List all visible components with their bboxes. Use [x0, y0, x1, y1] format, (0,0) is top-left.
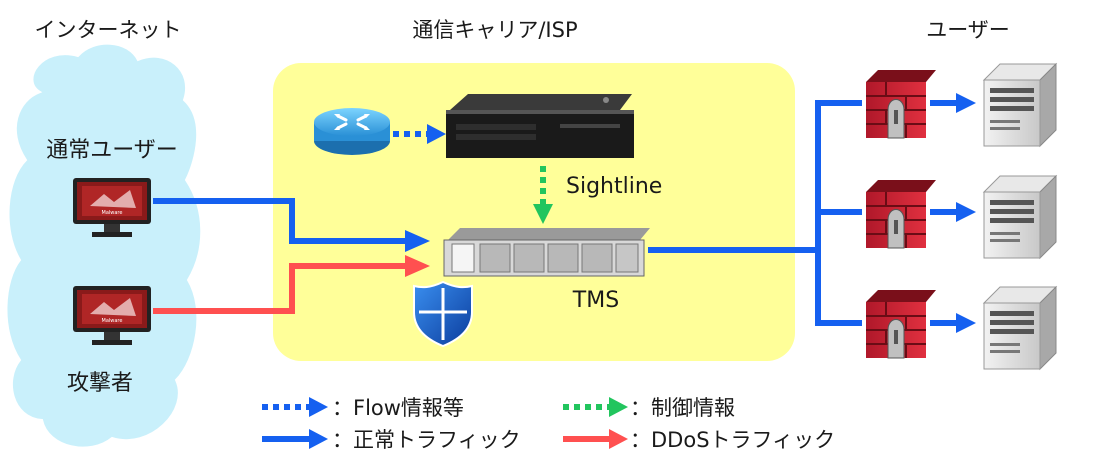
attacker-pc-icon: Malware	[73, 286, 151, 345]
normal-traffic-arrowhead	[405, 230, 430, 252]
legend-control-info-label: ：制御情報	[630, 396, 735, 420]
legend: ：Flow情報等 ：制御情報 ：正常トラフィック ：DDoSトラフィック	[262, 396, 835, 452]
firewall-icon	[866, 290, 936, 359]
attacker-label: 攻撃者	[67, 371, 133, 396]
ddos-traffic-arrowhead	[405, 255, 430, 277]
shield-icon	[413, 280, 473, 348]
legend-control-arrowhead	[609, 397, 628, 417]
firewall-icon	[866, 180, 936, 249]
router-icon	[314, 108, 390, 155]
server-icon	[982, 285, 1058, 371]
pc-screen-text: Malware	[102, 318, 123, 324]
sightline-appliance-icon	[446, 94, 634, 158]
legend-flow-info-label: ：Flow情報等	[332, 396, 464, 420]
legend-ddos-traffic-label: ：DDoSトラフィック	[630, 428, 835, 452]
firewall-icon	[866, 70, 936, 139]
carrier-isp-area	[273, 63, 795, 361]
internet-section-label: インターネット	[35, 18, 182, 42]
normal-traffic-line-in	[153, 198, 408, 244]
server-arrowhead-middle	[956, 202, 976, 222]
server-icon	[982, 62, 1058, 148]
tms-appliance-icon	[443, 228, 650, 277]
control-info-arrowhead	[533, 204, 553, 224]
legend-ddos-arrowhead	[609, 429, 628, 449]
carrier-section-label: 通信キャリア/ISP	[412, 18, 577, 42]
normal-user-label: 通常ユーザー	[46, 138, 178, 163]
ddos-traffic-line	[153, 263, 408, 314]
users-section-label: ユーザー	[926, 18, 1010, 42]
legend-normal-arrowhead	[309, 429, 328, 449]
legend-normal-traffic-label: ：正常トラフィック	[332, 428, 521, 452]
flow-info-arrowhead	[427, 124, 446, 144]
sightline-label: Sightline	[566, 174, 662, 199]
server-icon	[982, 174, 1058, 260]
tms-label: TMS	[572, 288, 619, 313]
legend-flow-arrowhead	[309, 397, 328, 417]
server-arrowhead-top	[956, 93, 976, 113]
internet-cloud	[5, 42, 203, 449]
server-arrowhead-bottom	[956, 313, 976, 333]
pc-screen-text: Malware	[102, 210, 123, 216]
normal-user-pc-icon: Malware	[73, 178, 151, 237]
